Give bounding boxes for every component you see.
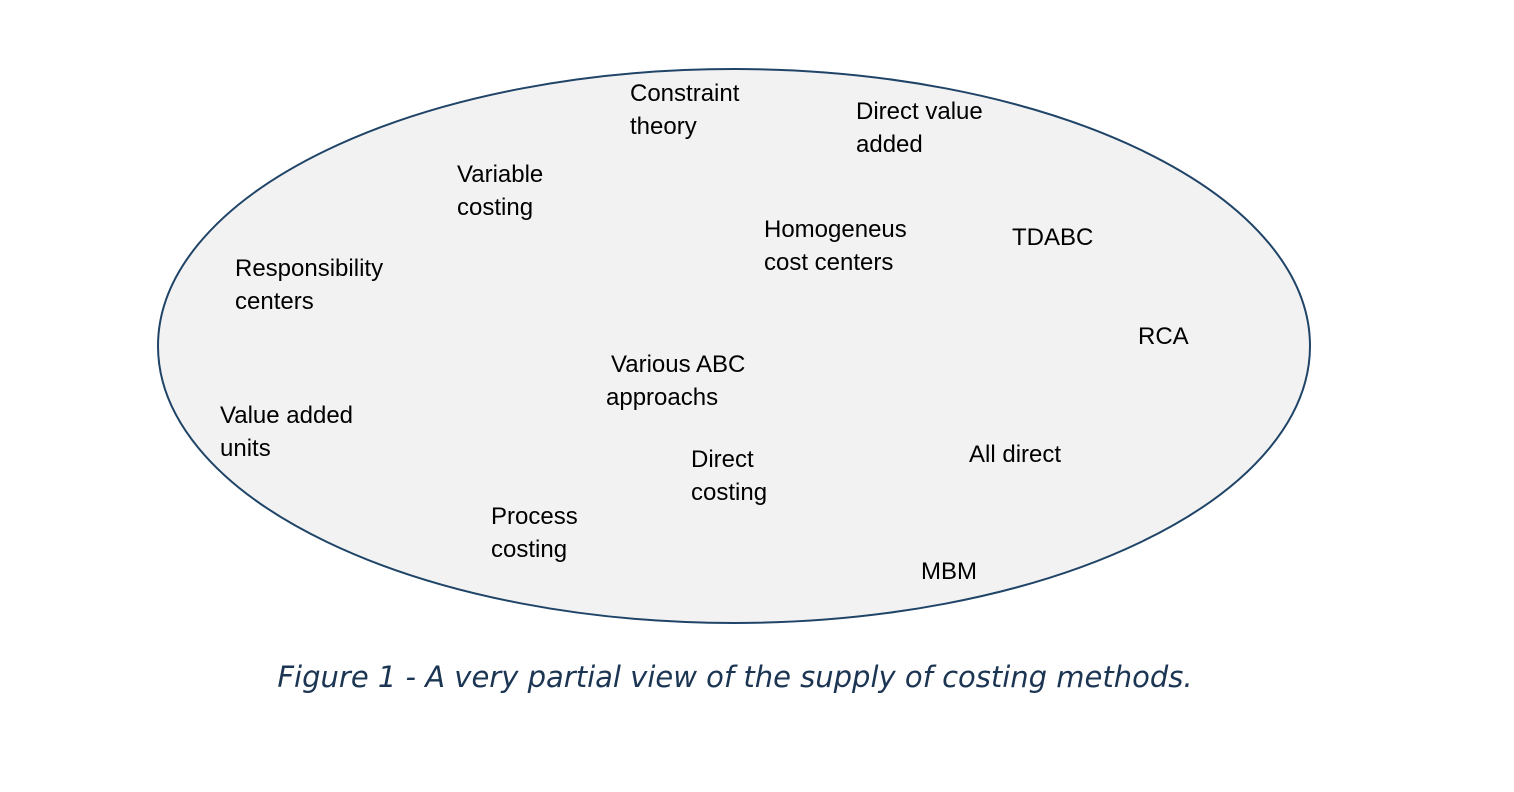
- method-direct-costing-line-1: Direct: [691, 446, 754, 473]
- method-mbm-line-1: MBM: [921, 558, 977, 585]
- method-value-added-units-line-1: Value added: [220, 402, 354, 429]
- method-value-added-units: Value added units: [220, 399, 353, 465]
- method-responsibility-centers-line-2: centers: [235, 288, 314, 315]
- method-rca: RCA: [1138, 320, 1189, 353]
- method-various-abc-line-2: approachs: [606, 384, 719, 411]
- method-process-costing: Process costing: [491, 500, 578, 566]
- method-constraint-theory: Constraint theory: [630, 77, 739, 143]
- method-rca-line-1: RCA: [1138, 323, 1189, 350]
- method-tdabc-line-1: TDABC: [1012, 224, 1094, 251]
- method-homogeneous-cost-centers-line-1: Homogeneus: [764, 216, 907, 243]
- method-direct-value-added-line-1: Direct value: [856, 98, 983, 125]
- method-value-added-units-line-2: units: [220, 435, 271, 462]
- method-mbm: MBM: [921, 555, 977, 588]
- method-homogeneous-cost-centers-line-2: cost centers: [764, 249, 894, 276]
- method-constraint-theory-line-2: theory: [630, 113, 697, 140]
- method-process-costing-line-1: Process: [491, 503, 578, 530]
- method-direct-value-added: Direct value added: [856, 95, 983, 161]
- method-process-costing-line-2: costing: [491, 536, 568, 563]
- method-all-direct: All direct: [969, 438, 1061, 471]
- method-tdabc: TDABC: [1012, 221, 1093, 254]
- method-various-abc-line-1: Various ABC: [611, 351, 746, 378]
- method-homogeneous-cost-centers: Homogeneus cost centers: [764, 213, 907, 279]
- method-direct-costing: Direct costing: [691, 443, 767, 509]
- method-variable-costing-line-2: costing: [457, 194, 534, 221]
- methods-ellipse: [157, 68, 1311, 624]
- method-direct-value-added-line-2: added: [856, 131, 923, 158]
- method-variable-costing: Variable costing: [457, 158, 543, 224]
- figure-caption: Figure 1 - A very partial view of the su…: [277, 660, 1193, 694]
- method-constraint-theory-line-1: Constraint: [630, 80, 740, 107]
- method-all-direct-line-1: All direct: [969, 441, 1062, 468]
- method-various-abc-approachs: Various ABC approachs: [606, 348, 745, 414]
- method-responsibility-centers: Responsibility centers: [235, 252, 383, 318]
- method-direct-costing-line-2: costing: [691, 479, 768, 506]
- method-responsibility-centers-line-1: Responsibility: [235, 255, 384, 282]
- method-variable-costing-line-1: Variable: [457, 161, 544, 188]
